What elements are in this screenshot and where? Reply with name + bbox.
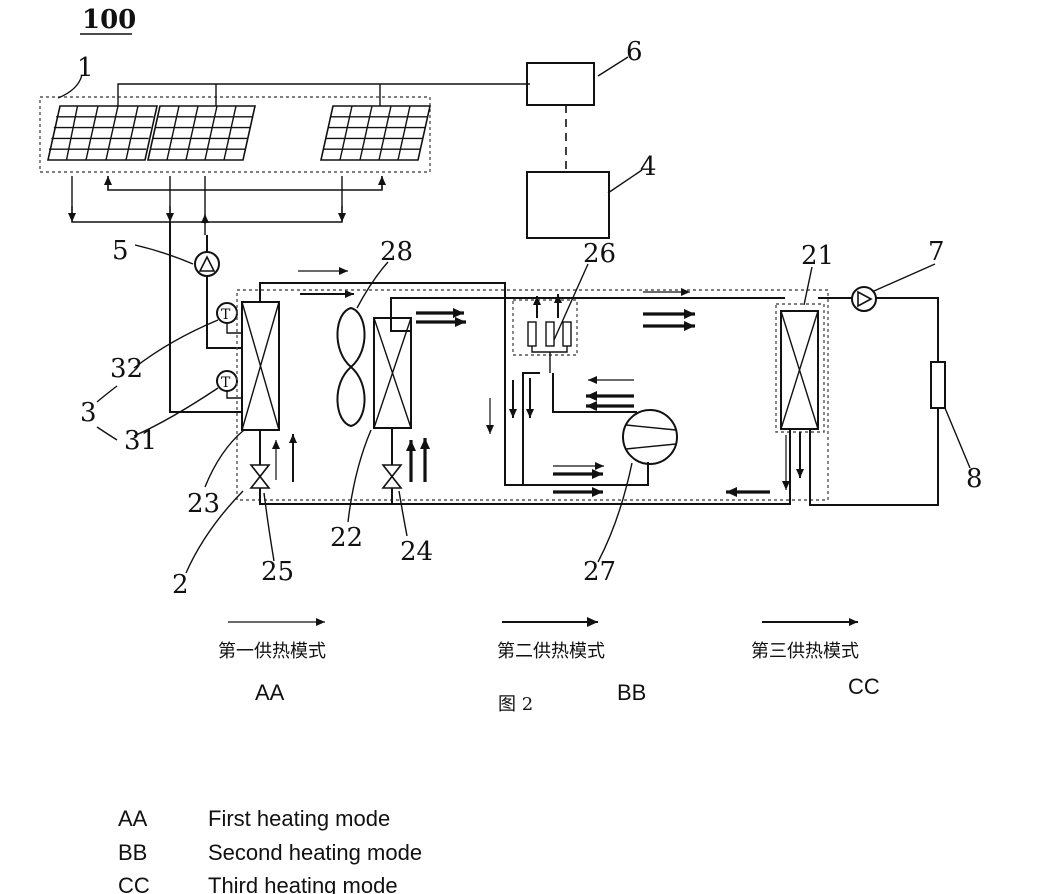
heat-terminal-icon (931, 362, 945, 408)
legend-code-aa: AA (118, 806, 148, 831)
outlet-temperature-sensor: T (217, 303, 242, 333)
mode-1-code: AA (255, 680, 285, 705)
label-1: 1 (77, 53, 94, 83)
translation-legend: AA First heating mode BB Second heating … (118, 806, 422, 894)
label-21: 21 (801, 241, 834, 271)
svg-text:T: T (221, 307, 231, 323)
inlet-temperature-sensor: T (217, 371, 242, 398)
label-26: 26 (583, 239, 616, 269)
solar-panel-icon (48, 106, 157, 160)
label-22: 22 (330, 523, 363, 553)
label-7: 7 (928, 237, 945, 267)
figure-caption: 图 2 (498, 694, 533, 715)
refrigerant-piping (260, 283, 790, 504)
solar-collector (40, 97, 430, 172)
label-8: 8 (966, 464, 983, 494)
control-wiring (118, 84, 530, 106)
user-side-loop (810, 287, 945, 505)
mode-legend: 第一供热模式 AA 第二供热模式 BB 第三供热模式 CC 图 2 (218, 622, 880, 715)
label-24: 24 (400, 537, 433, 567)
label-3: 3 (80, 398, 97, 428)
solar-panel-icon (148, 106, 255, 160)
fan-icon (337, 308, 364, 426)
condenser-21 (776, 304, 824, 432)
label-28: 28 (380, 237, 413, 267)
controller-box (527, 63, 594, 105)
figure-number: 100 (82, 5, 136, 35)
legend-text-bb: Second heating mode (208, 840, 422, 865)
label-5: 5 (112, 236, 129, 266)
legend-code-bb: BB (118, 840, 147, 865)
label-32: 32 (110, 354, 143, 384)
legend-text-aa: First heating mode (208, 806, 390, 831)
mode-3-code: CC (848, 674, 880, 699)
mode-1-chinese: 第一供热模式 (218, 641, 326, 662)
label-4: 4 (640, 152, 657, 182)
solar-panel-icon (321, 106, 430, 160)
mode-2-chinese: 第二供热模式 (497, 641, 605, 662)
storage-box (527, 172, 609, 238)
four-way-valve (513, 294, 577, 373)
label-25: 25 (261, 557, 294, 587)
mode-3-chinese: 第三供热模式 (751, 641, 859, 662)
legend-text-cc: Third heating mode (208, 873, 398, 894)
label-2: 2 (172, 570, 189, 600)
mode-2-code: BB (617, 680, 646, 705)
heat-exchanger-23 (242, 302, 279, 430)
label-6: 6 (626, 37, 643, 67)
expansion-valve-25 (251, 465, 269, 488)
circulation-pump (195, 252, 219, 276)
svg-text:T: T (221, 375, 231, 391)
label-31: 31 (124, 426, 157, 456)
compressor-icon (623, 410, 677, 464)
expansion-valve-24 (383, 465, 401, 488)
legend-code-cc: CC (118, 873, 150, 894)
label-23: 23 (187, 489, 220, 519)
evaporator-22 (374, 318, 411, 428)
collector-manifold (72, 176, 382, 235)
label-27: 27 (583, 557, 616, 587)
solar-loop-pipes (170, 222, 242, 412)
